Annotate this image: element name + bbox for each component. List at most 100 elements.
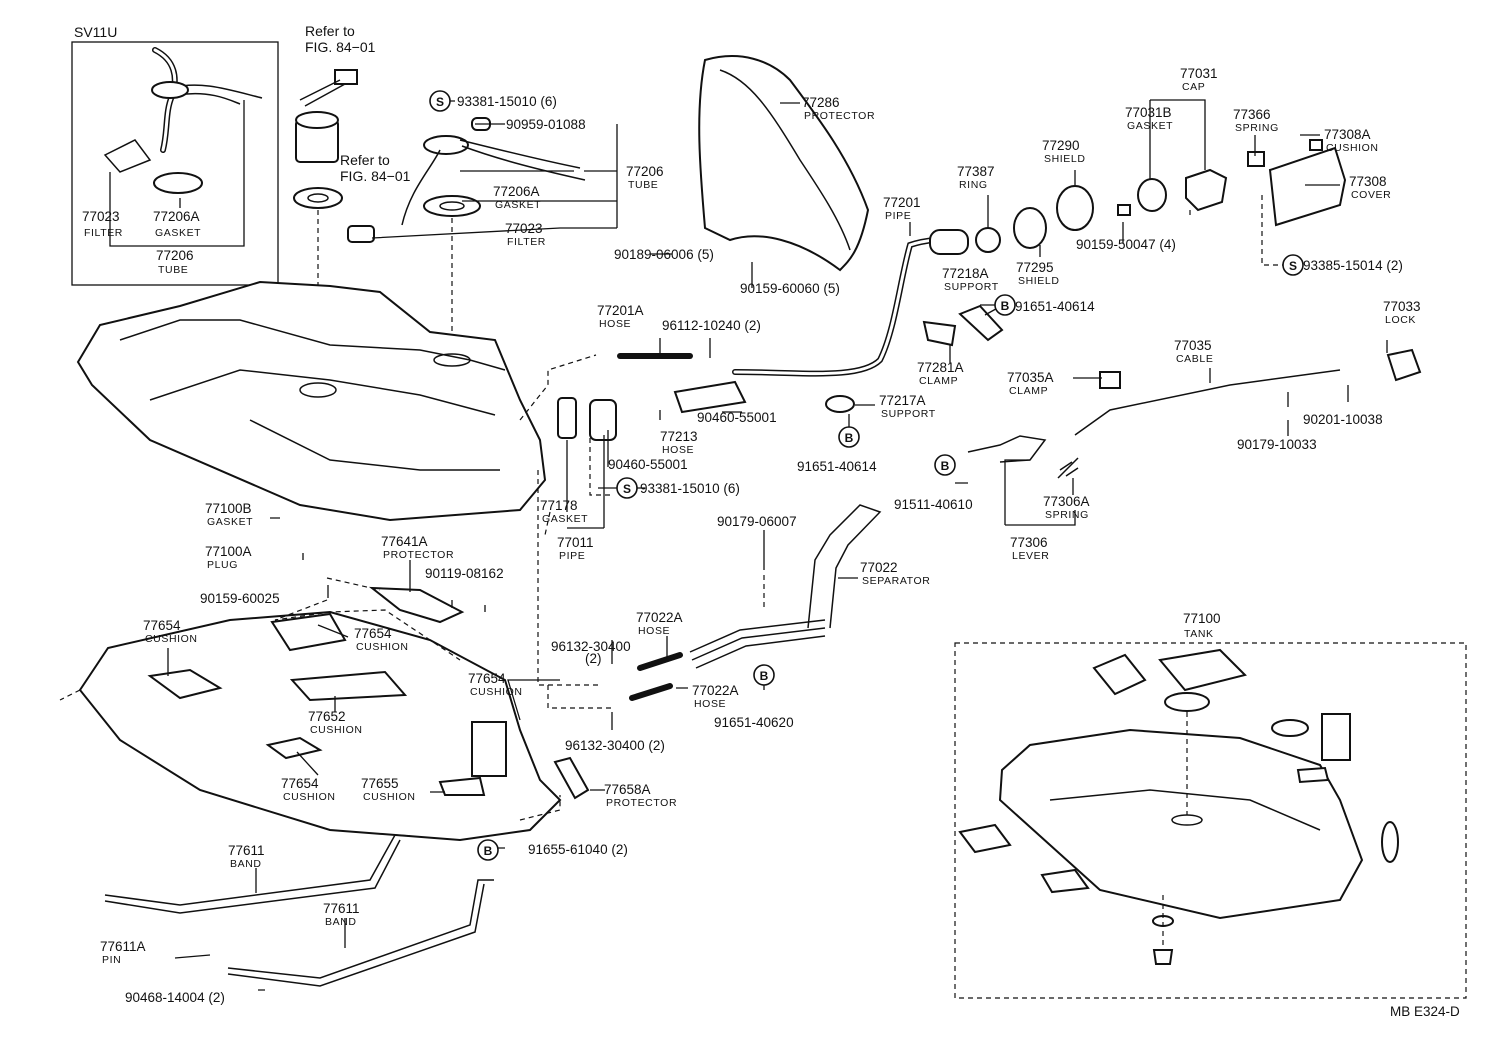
- callout-part-number: 90460-55001: [697, 410, 777, 425]
- callout-part-number: 77306A: [1043, 494, 1090, 509]
- inset-label-77206a: 77206A: [153, 209, 200, 224]
- svg-text:TUBE: TUBE: [158, 264, 188, 276]
- callout-part-number: 90201-10038: [1303, 412, 1383, 427]
- callout-part-name: RING: [959, 179, 988, 191]
- callout-part-number: 93385-15014 (2): [1303, 258, 1403, 273]
- callout-part-number: 96132-30400: [551, 639, 631, 654]
- callout-part-name: CAP: [1182, 81, 1205, 93]
- callout-part-number: 77611A: [100, 939, 146, 954]
- callout-part-number: 77206: [626, 164, 664, 179]
- cushion-77654-c: [265, 736, 323, 760]
- callout-part-number: 96132-30400 (2): [565, 738, 665, 753]
- callout-part-name: (2): [585, 651, 602, 666]
- callout-part-number: 91651-40614: [1015, 299, 1095, 314]
- callout-part-number: 77218A: [942, 266, 989, 281]
- band-77611-a: [104, 834, 411, 914]
- callout-part-name: HOSE: [599, 318, 631, 330]
- protector-77286: [698, 55, 870, 272]
- callout-part-number: 77022: [860, 560, 898, 575]
- callout-part-name: CLAMP: [1009, 385, 1048, 397]
- callout-part-name: GASKET: [542, 513, 588, 525]
- callout-part-number: 90189-06006 (5): [614, 247, 714, 262]
- callout-labels: 93381-15010 (6)90959-0108877206TUBE77206…: [100, 66, 1421, 1005]
- callout-part-number: 93381-15010 (6): [457, 94, 557, 109]
- cover-77308: [1268, 146, 1347, 227]
- callout-part-number: 77641A: [381, 534, 428, 549]
- callout-part-number: 77308A: [1324, 127, 1371, 142]
- callout-part-name: SUPPORT: [881, 408, 936, 420]
- band-77611-b: [227, 879, 494, 987]
- clamp-77281a: [922, 320, 957, 347]
- callout-part-number: 77022A: [692, 683, 739, 698]
- callout-part-number: 90468-14004 (2): [125, 990, 225, 1005]
- callout-part-number: 90119-08162: [425, 566, 504, 581]
- cushion-77654-a: [147, 668, 223, 700]
- svg-text:B: B: [941, 459, 950, 473]
- callout-part-name: LEVER: [1012, 550, 1049, 562]
- callout-part-number: 77206A: [493, 184, 540, 199]
- callout-part-number: 77031B: [1125, 105, 1172, 120]
- callout-part-number: 77281A: [917, 360, 964, 375]
- svg-text:B: B: [760, 669, 769, 683]
- callout-part-name: PLUG: [207, 559, 238, 571]
- evap-tubes: [689, 619, 826, 669]
- callout-part-number: 77290: [1042, 138, 1080, 153]
- callout-part-number: 96112-10240 (2): [662, 318, 761, 333]
- callout-part-number: 77022A: [636, 610, 683, 625]
- callout-part-name: COVER: [1351, 189, 1391, 201]
- callout-part-number: 77100A: [205, 544, 252, 559]
- inset-title: SV11U: [74, 24, 117, 40]
- svg-text:FIG. 84−01: FIG. 84−01: [340, 168, 411, 184]
- callout-part-name: CUSHION: [470, 686, 523, 698]
- svg-text:TANK: TANK: [1184, 628, 1214, 640]
- svg-text:B: B: [1001, 299, 1010, 313]
- callout-part-name: PIPE: [559, 550, 585, 562]
- callout-part-name: CUSHION: [283, 791, 336, 803]
- shield-77295: [1013, 207, 1047, 249]
- callout-part-number: 90159-60025: [200, 591, 280, 606]
- callout-part-number: 90959-01088: [506, 117, 586, 132]
- fuel-tank-main: [76, 280, 547, 522]
- callout-part-name: HOSE: [638, 625, 670, 637]
- callout-part-number: 91655-61040 (2): [528, 842, 628, 857]
- callout-part-number: 77654: [354, 626, 392, 641]
- callout-part-number: 90460-55001: [608, 457, 688, 472]
- clamp-77035a: [1099, 371, 1121, 389]
- callout-part-number: 90159-50047 (4): [1076, 237, 1176, 252]
- callout-part-number: 77306: [1010, 535, 1048, 550]
- callout-part-number: 77295: [1016, 260, 1054, 275]
- callout-part-number: 90159-60060 (5): [740, 281, 840, 296]
- callout-part-name: SHIELD: [1018, 275, 1060, 287]
- callout-part-number: 77201A: [597, 303, 644, 318]
- callout-part-name: CUSHION: [363, 791, 416, 803]
- support-77218a: [958, 304, 1004, 342]
- callout-part-number: 77652: [308, 709, 346, 724]
- inset-tank-number: 77100: [1183, 611, 1221, 626]
- callout-part-number: 77611: [228, 843, 265, 858]
- callout-part-name: GASKET: [1127, 120, 1173, 132]
- callout-part-number: 77611: [323, 901, 360, 916]
- callout-part-name: CABLE: [1176, 353, 1213, 365]
- callout-part-name: GASKET: [207, 516, 253, 528]
- sv11u-inset: SV11U 77023 FILTER 77206A GASKET 77206 T…: [71, 24, 279, 286]
- callout-part-name: SPRING: [1045, 509, 1089, 521]
- hose-77022a-lower: [629, 683, 673, 701]
- callout-part-number: 91511-40610: [894, 497, 973, 512]
- callout-part-number: 77217A: [879, 393, 926, 408]
- callout-part-name: CLAMP: [919, 375, 958, 387]
- callout-part-name: BAND: [230, 858, 262, 870]
- inset-label-77206: 77206: [156, 248, 194, 263]
- cushion-77654-b: [270, 612, 347, 652]
- svg-text:S: S: [623, 482, 631, 496]
- callout-part-name: SUPPORT: [944, 281, 999, 293]
- callout-part-name: BAND: [325, 916, 357, 928]
- callout-part-name: LOCK: [1385, 314, 1416, 326]
- callout-part-number: 77035: [1174, 338, 1212, 353]
- callout-part-name: CUSHION: [356, 641, 409, 653]
- callout-part-number: 77286: [802, 95, 840, 110]
- callout-part-name: CUSHION: [310, 724, 363, 736]
- callout-part-name: PIN: [102, 954, 121, 966]
- callout-part-name: SHIELD: [1044, 153, 1086, 165]
